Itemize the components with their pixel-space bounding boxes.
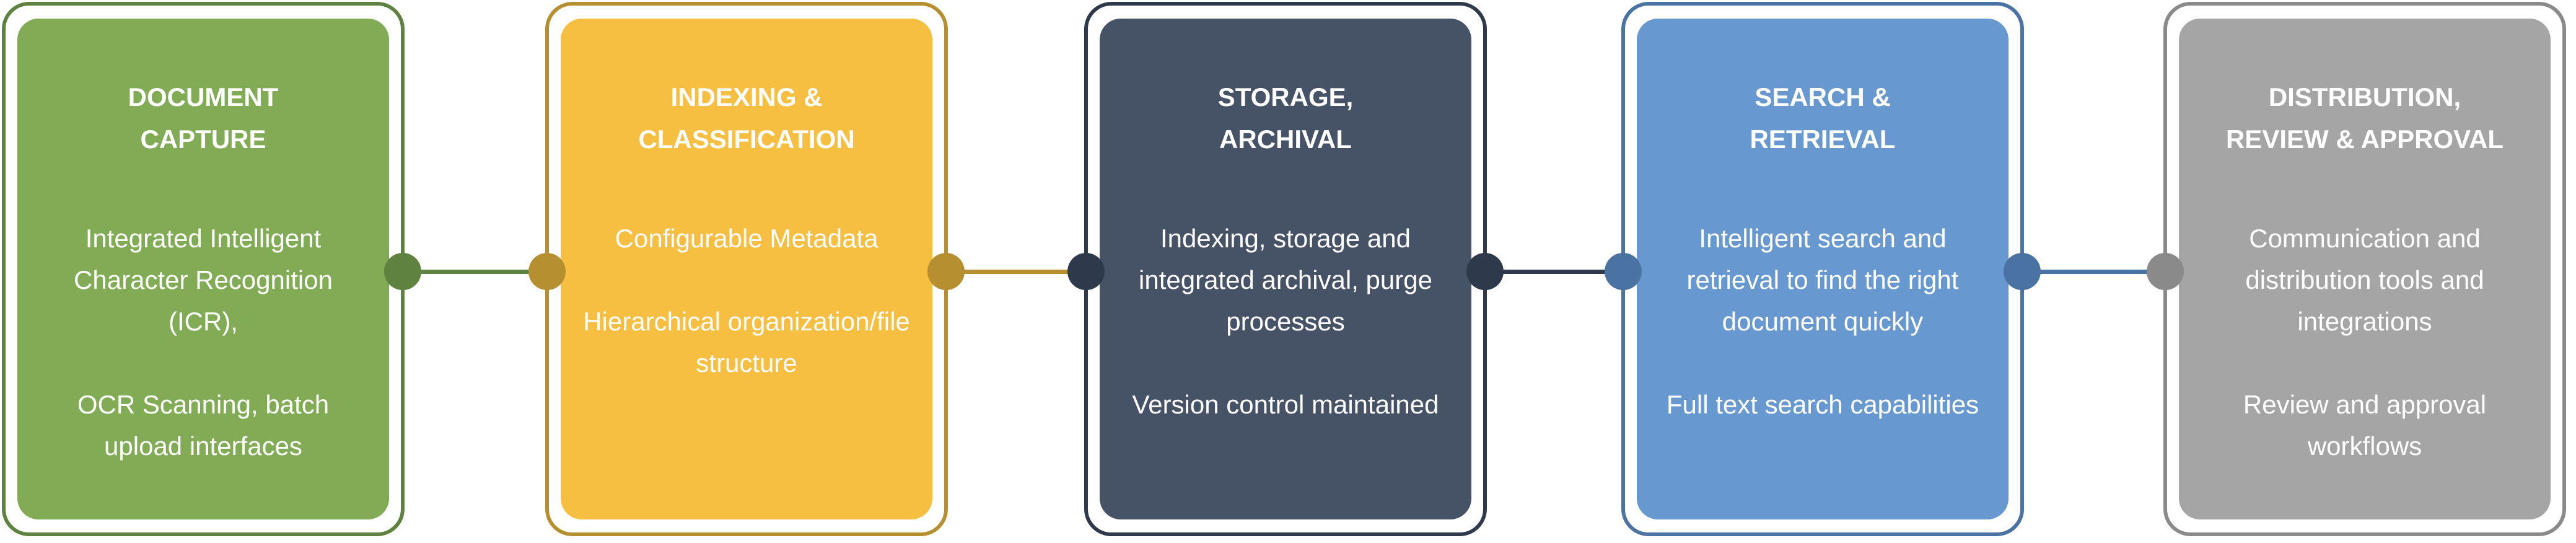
stage-description-paragraph: Hierarchical organization/file structure (583, 307, 910, 377)
stage-title-line: SEARCH & (1755, 82, 1891, 112)
stage-description-paragraph: Integrated Intelligent Character Recogni… (74, 224, 333, 336)
stage-title-line: ARCHIVAL (1219, 125, 1352, 154)
stage-title-line: DOCUMENT (128, 82, 279, 112)
stage-panel: INDEXING & CLASSIFICATION Configurable Met… (561, 19, 932, 519)
stage-title: DOCUMENT CAPTURE (36, 76, 370, 161)
connector-dot-left (1067, 253, 1105, 290)
connector-dot-right (1466, 253, 1504, 290)
stage-title-line: INDEXING & (670, 82, 823, 112)
stage-description-paragraph: OCR Scanning, batch upload interfaces (77, 390, 330, 461)
connector-line (405, 270, 545, 274)
stage-card-storage-archival: STORAGE, ARCHIVAL Indexing, storage and in… (1084, 2, 1487, 536)
stage-card-document-capture: DOCUMENT CAPTURE Integrated Intelligent Ch… (2, 2, 405, 536)
connector-line (1487, 270, 1621, 274)
stage-description: Communication and distribution tools and… (2197, 218, 2532, 467)
stage-panel: STORAGE, ARCHIVAL Indexing, storage and in… (1100, 19, 1471, 519)
stage-description: Indexing, storage and integrated archiva… (1118, 218, 1453, 425)
stage-panel: SEARCH & RETRIEVAL Intelligent search and … (1637, 19, 2009, 519)
connector-dot-left (1605, 253, 1642, 290)
connector-dot-left (528, 253, 566, 290)
stage-title: INDEXING & CLASSIFICATION (579, 76, 914, 161)
stage-title: DISTRIBUTION, REVIEW & APPROVAL (2197, 76, 2532, 161)
stage-title-line: CAPTURE (140, 125, 266, 154)
connector-line (948, 270, 1084, 274)
connector-dot-right (384, 253, 421, 290)
stage-description-paragraph: Communication and distribution tools and… (2245, 224, 2484, 336)
stage-description-paragraph: Intelligent search and retrieval to find… (1686, 224, 1959, 336)
stage-card-search-retrieval: SEARCH & RETRIEVAL Intelligent search and … (1621, 2, 2024, 536)
stage-card-indexing-classification: INDEXING & CLASSIFICATION Configurable Met… (545, 2, 948, 536)
connector-dot-left (2147, 253, 2184, 290)
stage-description: Integrated Intelligent Character Recogni… (36, 218, 370, 467)
connector-dot-right (927, 253, 965, 290)
stage-description-paragraph: Full text search capabilities (1666, 390, 1979, 419)
stage-title-line: RETRIEVAL (1750, 125, 1896, 154)
stage-title-line: CLASSIFICATION (638, 125, 855, 154)
stage-description: Intelligent search and retrieval to find… (1655, 218, 1990, 425)
stage-description-paragraph: Indexing, storage and integrated archiva… (1139, 224, 1432, 336)
stage-title-line: DISTRIBUTION, (2268, 82, 2461, 112)
stage-description-paragraph: Review and approval workflows (2243, 390, 2487, 461)
stage-card-distribution-review-approval: DISTRIBUTION, REVIEW & APPROVAL Communicat… (2163, 2, 2566, 536)
stage-panel: DISTRIBUTION, REVIEW & APPROVAL Communicat… (2179, 19, 2551, 519)
stage-description-paragraph: Configurable Metadata (615, 224, 878, 253)
stage-title-line: REVIEW & APPROVAL (2225, 125, 2504, 154)
stage-panel: DOCUMENT CAPTURE Integrated Intelligent Ch… (17, 19, 389, 519)
stage-title: STORAGE, ARCHIVAL (1118, 76, 1453, 161)
stage-title-line: STORAGE, (1217, 82, 1354, 112)
stage-title: SEARCH & RETRIEVAL (1655, 76, 1990, 161)
connector-line (2024, 270, 2163, 274)
connector-dot-right (2004, 253, 2041, 290)
stage-description-paragraph: Version control maintained (1132, 390, 1439, 419)
